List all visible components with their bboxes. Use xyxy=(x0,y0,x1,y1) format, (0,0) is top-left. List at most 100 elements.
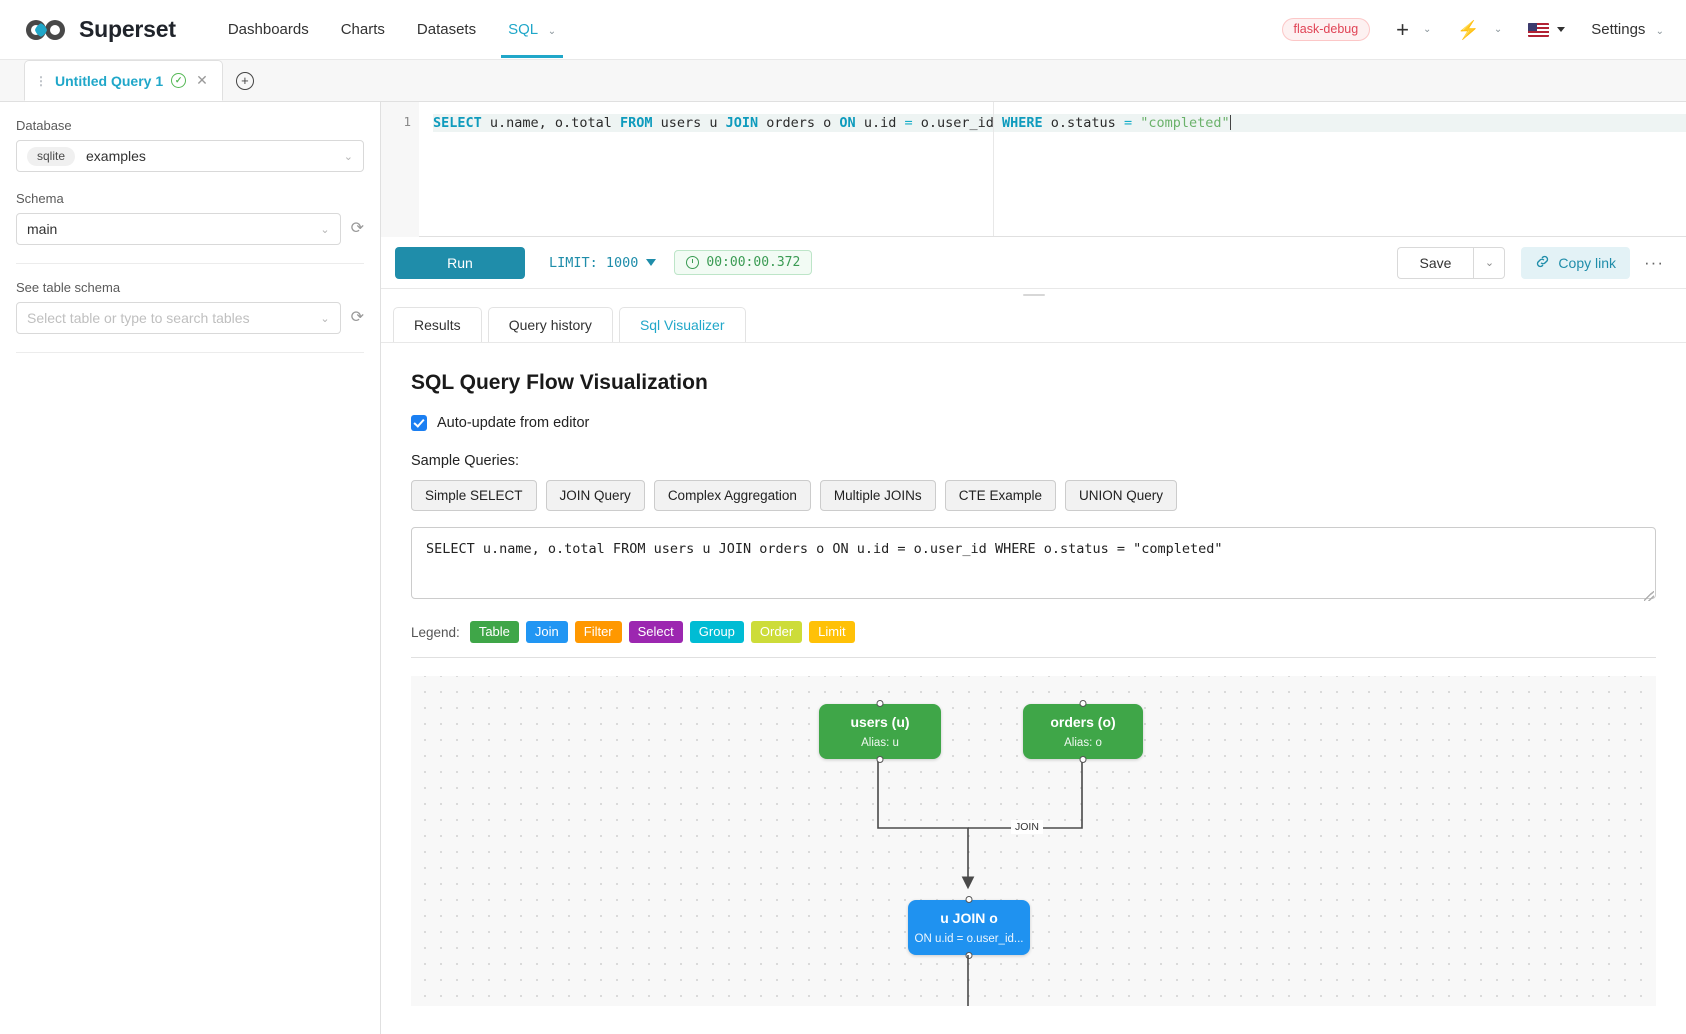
superset-brand[interactable]: Superset xyxy=(24,16,176,43)
editor-gutter: 1 xyxy=(381,102,419,237)
copy-link-button[interactable]: Copy link xyxy=(1521,246,1631,279)
flow-node-orders-title: orders (o) xyxy=(1050,714,1116,731)
save-button[interactable]: Save xyxy=(1396,246,1474,279)
nav-link-charts[interactable]: Charts xyxy=(325,2,401,57)
plus-chevron-down-icon[interactable]: ⌄ xyxy=(1423,24,1432,35)
auto-update-checkbox[interactable] xyxy=(411,415,427,431)
tab-sql-visualizer[interactable]: Sql Visualizer xyxy=(618,307,746,342)
navbar-right: flask-debug + ⌄ ⚡ ⌄ Settings ⌄ xyxy=(1281,16,1664,42)
legend-chip-filter: Filter xyxy=(574,621,622,643)
sql-input-wrapper xyxy=(411,527,1656,604)
page-title: SQL Query Flow Visualization xyxy=(411,371,708,394)
schema-label: Schema xyxy=(16,191,64,206)
see-table-schema-label: See table schema xyxy=(16,280,121,295)
close-icon[interactable]: ✕ xyxy=(196,72,208,88)
legend-chip-group: Group xyxy=(689,621,744,643)
flask-debug-badge: flask-debug xyxy=(1281,18,1371,41)
refresh-icon[interactable]: ⟳ xyxy=(350,309,364,326)
top-navbar: Superset Dashboards Charts Datasets SQL … xyxy=(0,0,1686,60)
legend-chip-select: Select xyxy=(628,621,683,643)
bolt-chevron-down-icon[interactable]: ⌄ xyxy=(1493,24,1503,35)
sample-button-cte-example[interactable]: CTE Example xyxy=(944,480,1056,511)
panel-divider xyxy=(16,263,364,264)
node-port-bottom xyxy=(1079,756,1087,763)
result-tab-underline xyxy=(381,342,1686,343)
flow-node-users-subtitle: Alias: u xyxy=(861,736,899,749)
sample-button-union-query[interactable]: UNION Query xyxy=(1064,480,1177,511)
chevron-down-icon: ⌄ xyxy=(547,26,557,37)
sample-button-complex-aggregation[interactable]: Complex Aggregation xyxy=(653,480,811,511)
language-chevron-icon xyxy=(1557,27,1566,32)
new-plus-button[interactable]: + xyxy=(1396,16,1410,42)
nav-link-datasets[interactable]: Datasets xyxy=(401,2,492,57)
flow-node-orders-subtitle: Alias: o xyxy=(1064,736,1102,749)
nav-link-dashboards[interactable]: Dashboards xyxy=(212,2,325,57)
tab-results[interactable]: Results xyxy=(393,307,482,342)
editor-code-area[interactable]: SELECT u.name, o.total FROM users u JOIN… xyxy=(419,102,1686,237)
sample-button-simple-select[interactable]: Simple SELECT xyxy=(411,480,537,511)
table-select[interactable]: Select table or type to search tables ⌄ xyxy=(16,302,341,334)
settings-label: Settings xyxy=(1591,21,1646,38)
brand-name: Superset xyxy=(79,16,176,42)
drag-handle-icon[interactable]: ⋮ xyxy=(35,73,47,88)
node-port-bottom xyxy=(965,952,973,959)
legend-chip-join: Join xyxy=(525,621,568,643)
panel-resize-handle[interactable] xyxy=(381,289,1686,301)
run-button[interactable]: Run xyxy=(395,246,525,279)
link-icon xyxy=(1535,254,1550,272)
save-button-group: Save ⌄ xyxy=(1396,246,1506,279)
sql-code-editor[interactable]: 1 SELECT u.name, o.total FROM users u JO… xyxy=(381,102,1686,237)
auto-update-label: Auto-update from editor xyxy=(437,415,590,431)
query-tab-untitled-query-1[interactable]: ⋮ Untitled Query 1 ✓ ✕ xyxy=(24,60,223,101)
node-port-top xyxy=(876,700,884,707)
table-row: Select table or type to search tables ⌄ … xyxy=(16,302,364,334)
main-body: Database sqlite examples ⌄ Schema main ⌄… xyxy=(0,102,1686,1034)
add-tab-icon: + xyxy=(235,71,254,90)
sample-button-join-query[interactable]: JOIN Query xyxy=(545,480,645,511)
nav-link-sql[interactable]: SQL ⌄ xyxy=(492,2,572,58)
save-chevron-down-icon[interactable]: ⌄ xyxy=(1473,246,1506,279)
schema-select[interactable]: main ⌄ xyxy=(16,213,341,245)
schema-value: main xyxy=(27,221,58,237)
flow-node-join-subtitle: ON u.id = o.user_id... xyxy=(914,932,1024,945)
sample-button-multiple-joins[interactable]: Multiple JOINs xyxy=(819,480,936,511)
database-label: Database xyxy=(16,118,72,133)
query-timer: 00:00:00.372 xyxy=(674,250,813,275)
database-select[interactable]: sqlite examples ⌄ xyxy=(16,140,364,172)
editor-toolbar: Run LIMIT: 1000 00:00:00.372 Save ⌄ xyxy=(381,237,1686,289)
chevron-down-icon xyxy=(646,259,657,266)
flow-diagram-canvas[interactable]: JOIN users (u) Alias: u orders (o) Alias… xyxy=(411,676,1656,1006)
tab-results-label: Results xyxy=(414,317,461,333)
node-port-top xyxy=(1079,700,1087,707)
settings-menu[interactable]: Settings ⌄ xyxy=(1591,21,1664,38)
editor-code-line: SELECT u.name, o.total FROM users u JOIN… xyxy=(433,114,1686,132)
flow-node-orders[interactable]: orders (o) Alias: o xyxy=(1023,700,1143,763)
editor-line-number: 1 xyxy=(403,114,411,129)
query-tab-strip: ⋮ Untitled Query 1 ✓ ✕ + xyxy=(0,60,1686,102)
us-flag-icon[interactable] xyxy=(1524,22,1569,37)
flow-node-users[interactable]: users (u) Alias: u xyxy=(819,700,941,763)
limit-dropdown[interactable]: LIMIT: 1000 xyxy=(549,255,657,271)
auto-update-row: Auto-update from editor xyxy=(411,415,1656,431)
table-select-placeholder: Select table or type to search tables xyxy=(27,310,250,326)
legend: Legend: Table Join Filter Select Group O… xyxy=(411,621,1656,643)
sql-textarea[interactable] xyxy=(411,527,1656,599)
database-engine-chip: sqlite xyxy=(27,146,76,166)
nav-links: Dashboards Charts Datasets SQL ⌄ xyxy=(212,2,572,58)
timer-value: 00:00:00.372 xyxy=(706,255,801,270)
refresh-icon[interactable]: ⟳ xyxy=(350,220,364,237)
schema-row: main ⌄ ⟳ xyxy=(16,213,364,245)
add-tab-button[interactable]: + xyxy=(223,60,267,101)
nav-link-dashboards-label: Dashboards xyxy=(227,21,309,38)
right-editor-panel: 1 SELECT u.name, o.total FROM users u JO… xyxy=(381,102,1686,1034)
flow-node-join[interactable]: u JOIN o ON u.id = o.user_id... xyxy=(908,896,1030,959)
legend-label: Legend: xyxy=(411,624,460,640)
panel-divider-bottom xyxy=(16,352,364,353)
tab-query-history[interactable]: Query history xyxy=(487,307,613,342)
nav-link-sql-label: SQL xyxy=(508,21,538,38)
more-options-icon[interactable]: ··· xyxy=(1644,252,1664,272)
bolt-icon[interactable]: ⚡ xyxy=(1457,19,1480,40)
tab-query-history-label: Query history xyxy=(508,317,592,333)
database-value: examples xyxy=(86,148,146,164)
